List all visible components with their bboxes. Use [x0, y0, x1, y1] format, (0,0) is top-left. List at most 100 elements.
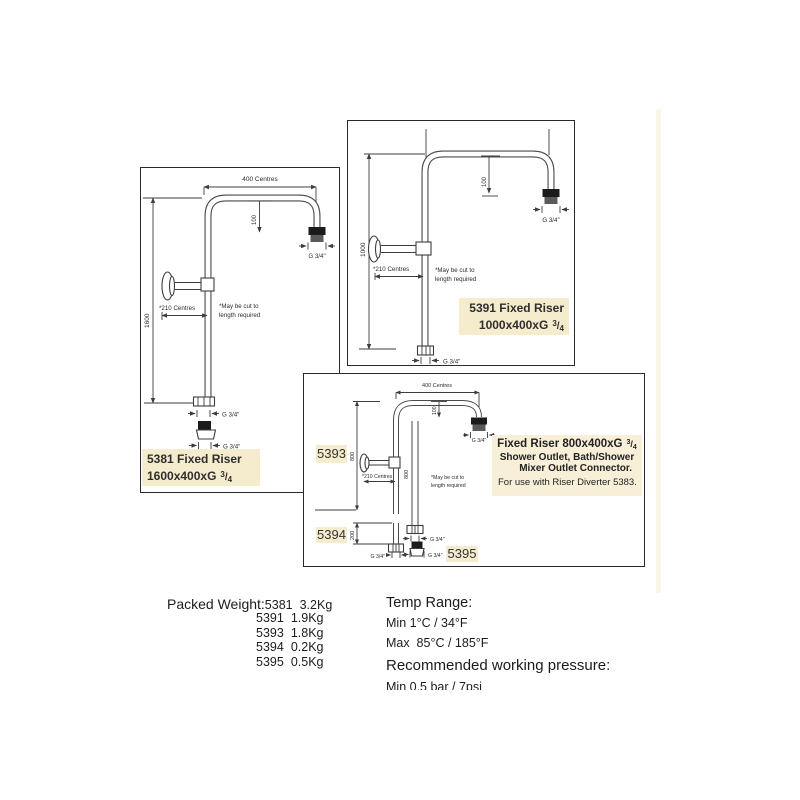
note-line2: length required [431, 483, 466, 489]
drawing-5381: 400 Centres 1600 100 G 3/4" [143, 176, 335, 451]
riser-pipe [421, 150, 555, 346]
fraction-three-quarters: 3/4 [220, 470, 233, 484]
note-line1: *May be cut to [219, 303, 259, 310]
weight-code: 5394 [256, 640, 284, 655]
label-5395: 5395 [446, 546, 478, 562]
dim-400-centres-text: 400 Centres [422, 383, 452, 389]
packed-weight-row: 5394 0.2Kg [256, 640, 323, 655]
thread-dim-outlet: G 3/4" [533, 206, 569, 224]
riser-pipe [204, 194, 321, 397]
label-5394: 5394 [316, 527, 347, 543]
weight-code: 5395 [256, 654, 284, 669]
product-title-5391: 5391 Fixed Riser [469, 301, 564, 315]
thread-label: G 3/4" [443, 359, 460, 365]
dim-100-text: 100 [482, 176, 488, 187]
thread-label: G 3/4" [542, 217, 559, 224]
pressure-title: Recommended working pressure: [386, 657, 611, 674]
dim-1600: 1600 [143, 197, 202, 404]
shower-outlet-fitting [471, 417, 487, 431]
fraction-three-quarters: 3/4 [626, 439, 637, 451]
riser-pipe-5393 [393, 400, 482, 514]
panel-line4: For use with Riser Diverter 5383. [498, 477, 637, 488]
cut-note: *May be cut to length required [219, 303, 261, 319]
note-line1: *May be cut to [431, 475, 464, 481]
note-line2: length required [435, 276, 477, 283]
dim-210-text: *210 Centres [362, 474, 393, 480]
dim-800-pipe-text: 800 [404, 470, 410, 479]
temp-range-title: Temp Range: [386, 595, 473, 611]
wall-bracket [367, 235, 432, 263]
cut-note: *May be cut to length required [431, 475, 466, 489]
dim-100: 100 [431, 401, 447, 418]
bottom-nut-fitting [192, 396, 216, 407]
thread-dim-connector: G 3/4" [189, 442, 240, 451]
connector-fitting [195, 421, 217, 440]
thread-label: G 3/4" [428, 553, 443, 559]
thread-label: G 3/4" [308, 253, 325, 260]
thread-dim-pipe: G 3/4" [403, 535, 445, 543]
packed-weight-line1: Packed Weight:5381 3.2Kg [167, 596, 332, 614]
diagram-box-5381: 400 Centres 1600 100 G 3/4" [140, 167, 340, 493]
dim-400-centres-text: 400 Centres [242, 176, 278, 183]
thread-dim-5394: G 3/4" [370, 551, 407, 560]
dim-210-centres: *210 Centres [373, 266, 424, 280]
drawing-5391: 1000 100 G 3/4" [359, 129, 569, 364]
dim-1000-text: 1000 [360, 242, 367, 257]
packed-weight-row: 5395 0.5Kg [256, 655, 323, 670]
plain-pipe-5393: 800 [404, 421, 424, 535]
thread-label: G 3/4" [472, 438, 487, 444]
dim-800-riser: 800 [315, 400, 380, 511]
note-line1: *May be cut to [435, 267, 475, 274]
dim-100-text: 100 [432, 406, 438, 415]
weight-value: 0.2Kg [290, 640, 324, 655]
diagram-box-5391: 1000 100 G 3/4" [347, 120, 575, 366]
bottom-nut-fitting [416, 345, 435, 356]
dim-200: 200 [350, 522, 392, 545]
fraction-three-quarters: 3/4 [552, 319, 564, 333]
dim-210-centres: *210 Centres [159, 305, 208, 320]
thread-label: G 3/4" [370, 554, 385, 560]
diagram-box-5393-5395: 400 Centres 100 G 3/4" 800 [303, 373, 645, 567]
panel-line3: Mixer Outlet Connector. [519, 463, 632, 474]
pressure-min: Min 0.5 bar / 7psi [386, 680, 482, 690]
dim-100: 100 [481, 155, 500, 197]
dim-100-text: 100 [252, 214, 258, 225]
wall-bracket [359, 453, 401, 473]
weight-value: 0.5Kg [290, 654, 324, 669]
thread-dim-bottom: G 3/4" [188, 410, 239, 419]
note-line2: length required [219, 312, 261, 319]
weight-value: 1.9Kg [290, 611, 324, 625]
packed-weight-label: Packed Weight: [167, 596, 265, 612]
wall-bracket [161, 271, 215, 301]
temp-max: Max 85°C / 185°F [386, 636, 489, 650]
packed-weight-list: 5391 1.9Kg 5393 1.8Kg 5394 0.2Kg 5395 0.5Kg [256, 611, 323, 669]
pressure-min-clipped: Min 0.5 bar / 7psi [386, 678, 606, 690]
packed-weight-row: 5393 1.8Kg [256, 626, 323, 641]
weight-value: 1.8Kg [290, 625, 324, 640]
label-5393: 5393 [316, 445, 347, 463]
dim-210-centres: *210 Centres [362, 474, 396, 484]
top-extension-lines [364, 129, 550, 162]
thread-dim-bottom: G 3/4" [412, 357, 460, 364]
cut-note: *May be cut to length required [435, 267, 477, 283]
dim-1600-text: 1600 [144, 313, 151, 328]
page-edge-strip [656, 109, 661, 593]
weight-code: 5393 [256, 625, 284, 640]
thread-label: G 3/4" [222, 412, 239, 419]
dim-100: 100 [247, 200, 272, 233]
weight-code: 5391 [256, 611, 284, 625]
weight-value: 3.2Kg [299, 598, 333, 612]
shower-outlet-fitting [542, 189, 560, 204]
product-title-5381: 5381 Fixed Riser [147, 452, 242, 466]
short-pipe-5394 [387, 523, 405, 553]
thread-label: G 3/4" [430, 537, 445, 543]
thread-dim-5395: G 3/4" [403, 551, 443, 559]
weight-code: 5381 [264, 598, 293, 612]
packed-weight-row: 5391 1.9Kg [256, 611, 323, 626]
